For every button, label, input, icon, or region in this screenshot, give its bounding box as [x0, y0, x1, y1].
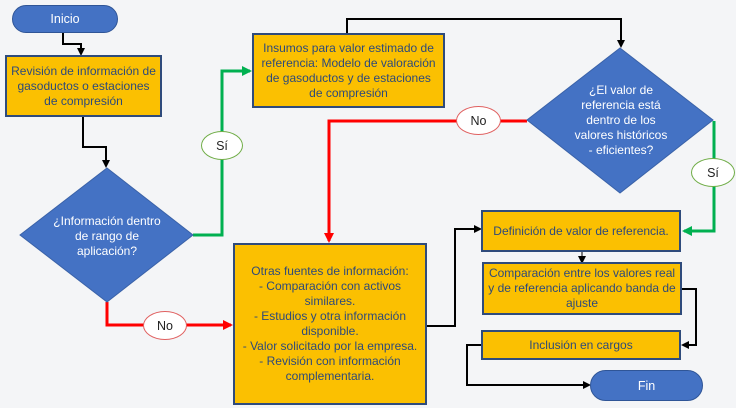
edge-decision1-no — [105, 302, 233, 330]
decision-historic-shape — [526, 47, 714, 194]
edge-inputs-decision2 — [346, 18, 625, 48]
definition-process: Definición de valor de referencia. — [481, 210, 681, 252]
review-process: Revisión de información de gasoductos o … — [5, 55, 162, 117]
yes-label-2-text: Sí — [707, 165, 719, 180]
inputs-label: Insumos para valor estimado de referenci… — [261, 40, 436, 100]
edge-comparison-inclusion — [681, 288, 697, 349]
no-label-1-text: No — [157, 318, 173, 333]
other-sources-item: - Estudios y otra información disponible… — [253, 309, 407, 338]
decision-range-shape — [19, 167, 194, 303]
comparison-process: Comparación entre los valores real y de … — [482, 262, 682, 315]
edge-other-definition — [427, 225, 482, 327]
edge-inclusion-end — [466, 344, 591, 389]
other-sources-item: - Comparación con activos similares. — [258, 279, 402, 308]
inclusion-label: Inclusión en cargos — [529, 337, 633, 352]
other-sources-item: - Revisión con información complementari… — [259, 354, 401, 383]
end-terminal: Fin — [590, 370, 703, 401]
comparison-label: Comparación entre los valores real y de … — [488, 266, 676, 310]
edge-review-decision1 — [82, 117, 110, 168]
inputs-process: Insumos para valor estimado de referenci… — [252, 33, 445, 108]
definition-label: Definición de valor de referencia. — [493, 223, 669, 238]
other-sources-item: - Valor solicitado por la empresa. — [242, 339, 418, 353]
decision-historic-text: ¿El valor de referencia está dentro de l… — [574, 68, 668, 172]
start-label: Inicio — [50, 12, 80, 26]
no-label-2-text: No — [470, 113, 487, 128]
edge-start-review — [62, 33, 85, 56]
edge-decision2-yes — [682, 121, 716, 236]
no-label-2: No — [456, 106, 501, 135]
yes-label-1-text: Sí — [216, 138, 228, 153]
end-label: Fin — [637, 378, 656, 393]
review-label: Revisión de información de gasoductos o … — [11, 63, 156, 108]
decision-range-text: ¿Información dentro de rango de aplicaci… — [52, 200, 162, 272]
yes-label-1: Sí — [201, 131, 243, 160]
decision-historic-label: ¿El valor de referencia está dentro de l… — [574, 82, 668, 157]
start-terminal: Inicio — [12, 5, 118, 33]
decision-range-label: ¿Información dentro de rango de aplicaci… — [53, 213, 161, 258]
other-sources-process: Otras fuentes de información: - Comparac… — [233, 243, 427, 405]
yes-label-2: Sí — [691, 158, 735, 187]
inclusion-process: Inclusión en cargos — [481, 330, 681, 360]
no-label-1: No — [143, 311, 187, 340]
other-sources-title: Otras fuentes de información: — [251, 264, 409, 278]
